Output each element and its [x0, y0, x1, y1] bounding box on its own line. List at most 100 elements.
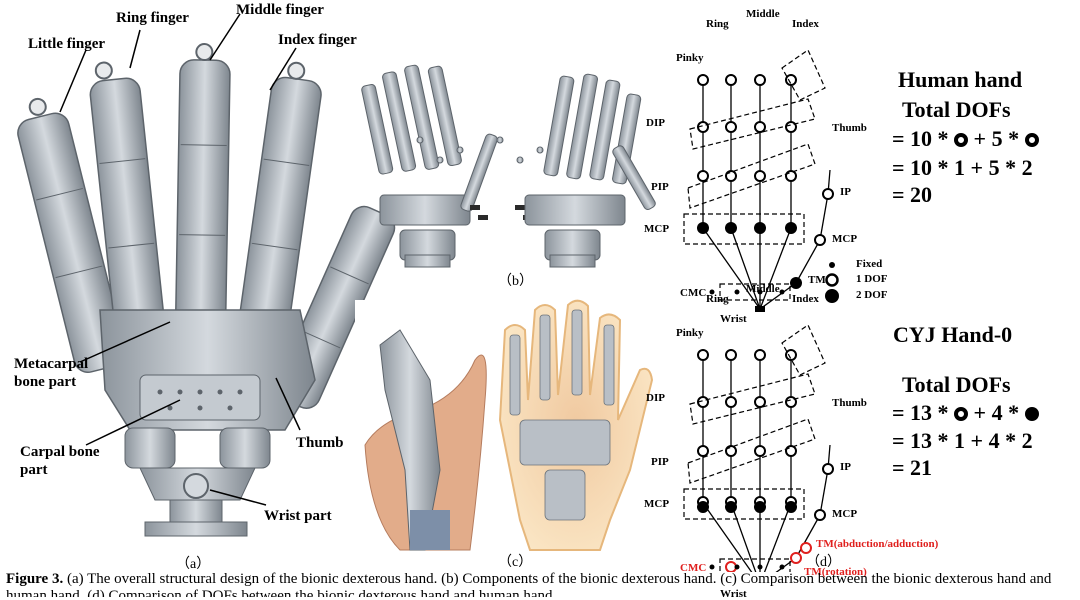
label-mcp: MCP: [644, 223, 670, 235]
legend-1dof: 1 DOF: [856, 273, 888, 285]
thumb-tm-rot-joint: [790, 552, 802, 564]
mcp-box: [683, 213, 805, 245]
caption-text: (a) The overall structural design of the…: [6, 571, 1052, 597]
tip-joint: [785, 74, 797, 86]
thumb-link: [795, 239, 821, 284]
tip-joint: [725, 74, 737, 86]
wrist-block: [755, 306, 765, 312]
index-box: [781, 49, 826, 101]
mcp-joint: [725, 501, 737, 513]
pip-joint: [697, 445, 709, 457]
label-tm-rot: TM(rotation): [804, 566, 867, 578]
cmc-fixed-joint: [757, 564, 763, 570]
palm-link: [759, 227, 792, 310]
dip-joint: [754, 121, 766, 133]
human-title: Human hand: [898, 67, 1023, 92]
index-box: [781, 324, 826, 376]
pip-joint: [785, 445, 797, 457]
label-tm-abd: TM(abduction/adduction): [816, 538, 939, 550]
ring-finger-render: [89, 61, 167, 351]
tip-joint: [785, 349, 797, 361]
cmc-fixed-joint: [734, 289, 740, 295]
cmc-fixed-joint: [709, 289, 715, 295]
label-pip: PIP: [651, 456, 669, 468]
cmc-fixed-joint: [779, 289, 785, 295]
cmc-fixed-joint: [709, 564, 715, 570]
label-ring: Ring: [706, 293, 729, 305]
palm-link: [759, 502, 792, 585]
label-index: Index: [792, 18, 819, 30]
thumb-mcp-joint: [814, 234, 826, 246]
human-eq1-left: = 10 *: [892, 126, 949, 151]
thumb-ip-joint: [822, 188, 834, 200]
label-cmc: CMC: [680, 562, 707, 574]
mcp-joint: [754, 222, 766, 234]
panel-c-comparison: [355, 299, 654, 551]
thumb-tm-joint: [790, 277, 802, 289]
label-wrist: Wrist part: [264, 508, 332, 524]
label-index: Index: [792, 293, 819, 305]
label-pinky: Pinky: [676, 52, 704, 64]
label-thumb-mcp: MCP: [832, 508, 858, 520]
human-eq1: = 10 * + 5 *: [892, 126, 1039, 152]
cyj-eq3: = 21: [892, 455, 933, 480]
pip-joint: [725, 445, 737, 457]
label-pip: PIP: [651, 181, 669, 193]
panel-b-components: [361, 64, 656, 268]
tip-joint: [697, 74, 709, 86]
mcp-joint: [785, 222, 797, 234]
one-dof-icon: [954, 133, 969, 147]
dip-box: [689, 98, 816, 150]
human-eq1-right: + 5 *: [973, 126, 1020, 151]
dip-box: [689, 373, 816, 425]
sub-label-c: （c）: [498, 555, 533, 570]
label-tm: TM: [808, 274, 826, 286]
cmc-fixed-joint: [779, 564, 785, 570]
palm-link: [730, 502, 761, 585]
pip-joint: [754, 170, 766, 182]
sub-label-a: （a）: [176, 557, 211, 572]
label-metacarpal: Metacarpal bone part: [14, 356, 89, 390]
sub-label-b: （b）: [498, 274, 533, 289]
tip-joint: [725, 349, 737, 361]
tip-joint: [754, 349, 766, 361]
pip-box: [687, 143, 816, 209]
thumb-link: [795, 514, 821, 559]
human-total-dofs: Total DOFs: [902, 97, 1011, 122]
label-ip: IP: [840, 186, 851, 198]
cmc-fixed-joint: [757, 289, 763, 295]
label-dip: DIP: [646, 392, 665, 404]
cyj-title: CYJ Hand-0: [893, 322, 1013, 347]
label-pinky: Pinky: [676, 327, 704, 339]
caption-label: Figure 3.: [6, 571, 64, 587]
pip-joint: [697, 170, 709, 182]
dip-joint: [754, 396, 766, 408]
cmc-fixed-joint: [734, 564, 740, 570]
thumb-link: [819, 468, 829, 516]
mcp-joint: [785, 501, 797, 513]
mcp-joint: [725, 222, 737, 234]
label-thumb: Thumb: [832, 397, 867, 409]
label-wrist: Wrist: [720, 313, 747, 325]
pip-joint: [754, 445, 766, 457]
label-ring-finger: Ring finger: [116, 10, 189, 26]
one-dof-icon: [1024, 133, 1039, 147]
label-thumb: Thumb: [296, 435, 344, 451]
cmc-box: [719, 283, 791, 301]
label-dip: DIP: [646, 117, 665, 129]
label-thumb-mcp: MCP: [832, 233, 858, 245]
legend-2dof-icon: [825, 289, 839, 303]
label-middle: Middle: [746, 8, 780, 20]
legend-1dof-icon: [825, 273, 839, 287]
mcp-joint: [697, 501, 709, 513]
palm-link: [730, 227, 761, 310]
dip-joint: [725, 396, 737, 408]
pip-joint: [725, 170, 737, 182]
label-index-finger: Index finger: [278, 32, 357, 48]
mcp-joint: [754, 501, 766, 513]
dip-joint: [785, 121, 797, 133]
tip-joint: [754, 74, 766, 86]
label-middle: Middle: [746, 283, 780, 295]
label-middle-finger: Middle finger: [236, 2, 324, 18]
thumb-tm-abd-joint: [800, 542, 812, 554]
